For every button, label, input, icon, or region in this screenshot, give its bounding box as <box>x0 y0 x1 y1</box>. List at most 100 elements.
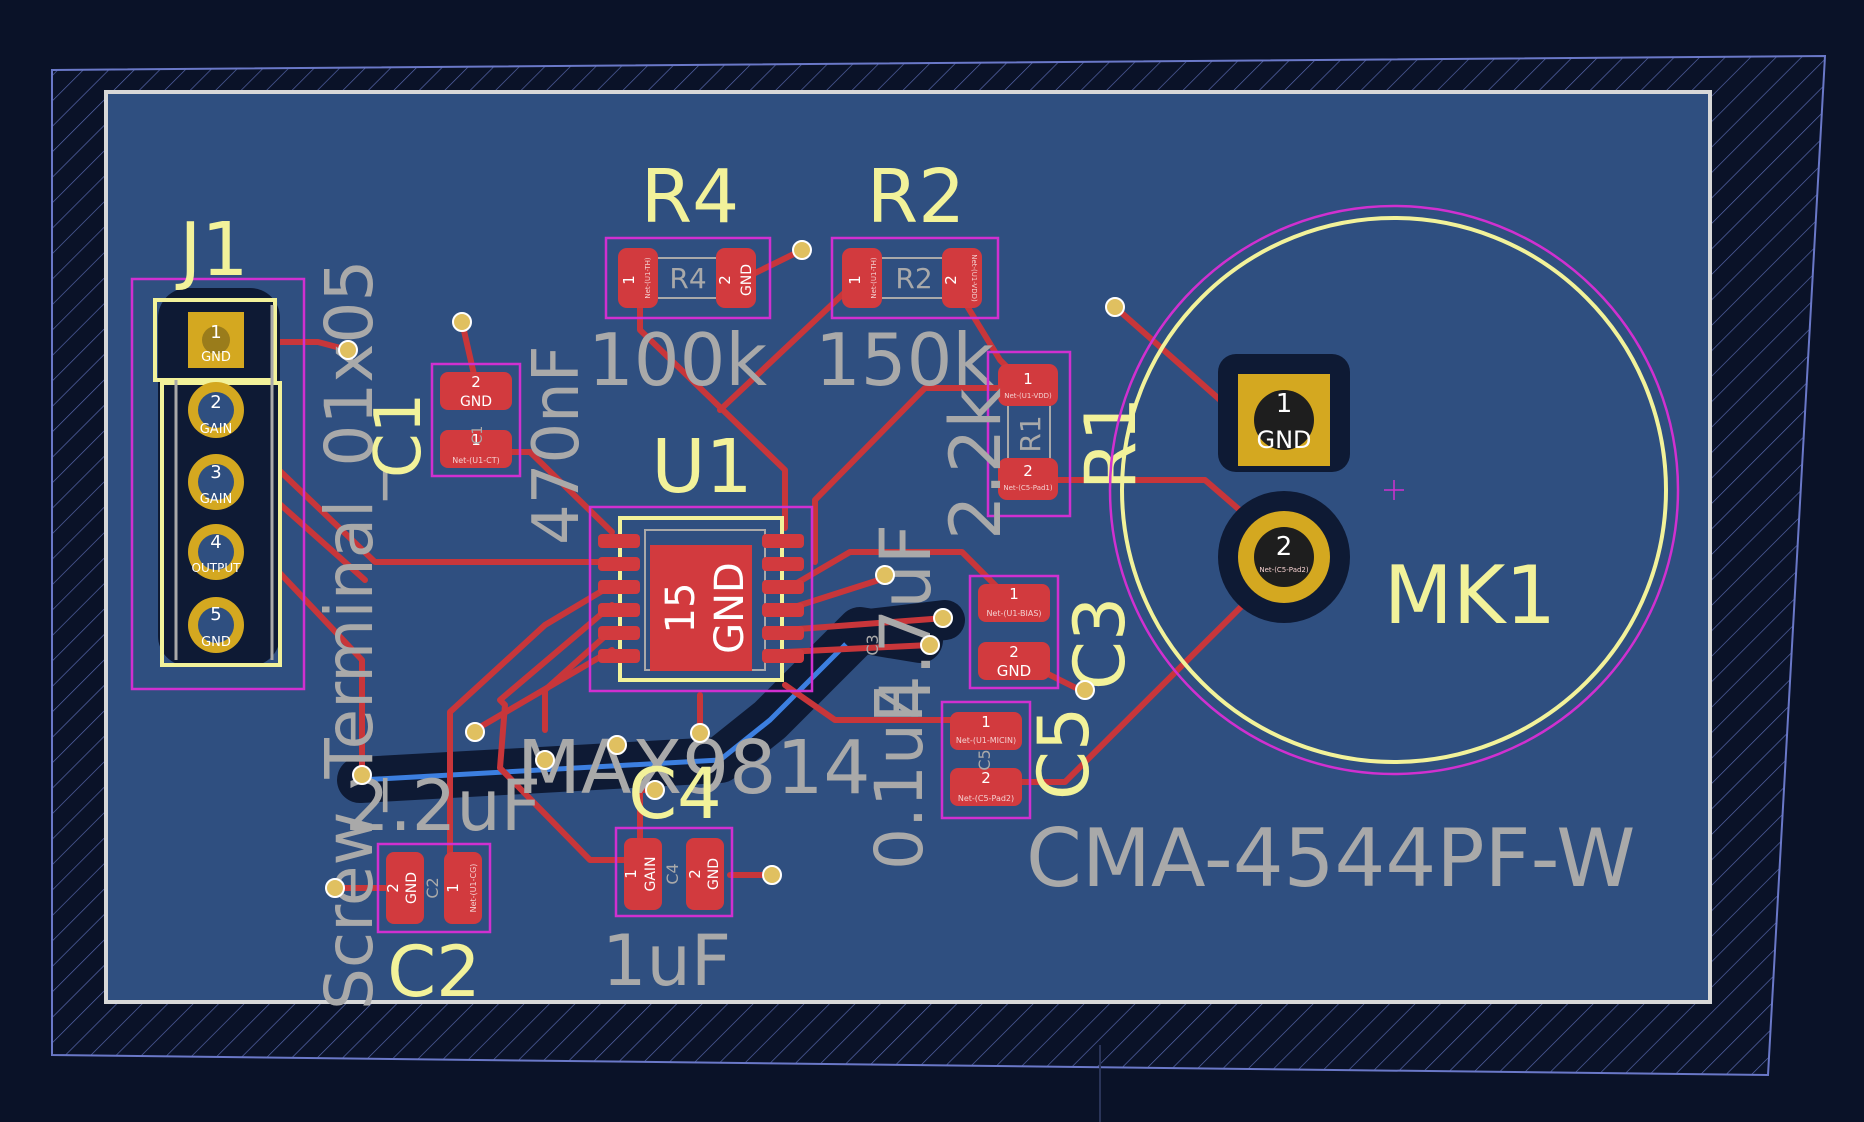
c4-fab-ref: C4 <box>663 863 682 884</box>
u1-pad-right-4[interactable] <box>762 603 804 617</box>
r4-courtyard <box>604 236 772 320</box>
c2-footprint[interactable]: 2 GND 1 Net-(U1-CG) C2 C2 2.2uF <box>345 765 541 1013</box>
mk1-pad-2-number: 2 <box>1276 532 1293 562</box>
via[interactable] <box>607 735 627 755</box>
c4-pad-2[interactable] <box>686 838 724 910</box>
r1-courtyard <box>986 350 1072 518</box>
c3-pad-1-number: 1 <box>1009 585 1019 603</box>
r4-pad-2[interactable] <box>716 248 756 308</box>
r1-pad-2[interactable] <box>998 458 1058 500</box>
via[interactable] <box>645 780 665 800</box>
r2-reference: R2 <box>867 154 966 240</box>
u1-pad-left-6[interactable] <box>598 649 640 663</box>
u1-pad-left-3[interactable] <box>598 580 640 594</box>
via[interactable] <box>465 722 485 742</box>
j1-pad-3-number: 3 <box>210 462 221 483</box>
c2-fab-ref: C2 <box>423 877 442 898</box>
via[interactable] <box>875 565 895 585</box>
c3-pad-2-net: GND <box>997 662 1031 680</box>
r4-footprint[interactable]: 1 Net-(U1-TH) 2 GND R4 R4 100k <box>588 154 772 402</box>
c4-pad-1-net: GAIN <box>643 856 659 891</box>
j1-pad-2[interactable]: 2 GAIN <box>188 382 244 438</box>
c3-pad-2[interactable] <box>978 642 1050 680</box>
c1-pad-2[interactable] <box>440 372 512 410</box>
u1-pad-left-5[interactable] <box>598 626 640 640</box>
j1-silk-outline-top <box>153 298 277 382</box>
u1-pad-right-3[interactable] <box>762 580 804 594</box>
c2-pad-1[interactable] <box>444 852 482 924</box>
u1-pad-left-2[interactable] <box>598 557 640 571</box>
r2-pad-1-number: 1 <box>846 275 864 285</box>
c3-footprint[interactable]: 1 Net-(U1-BIAS) 2 GND C3 C3 4.7uF <box>863 524 1141 720</box>
j1-footprint[interactable]: 1 GND 2 GAIN 3 GAIN 4 OUTPUT 5 GND J1 <box>130 207 388 1010</box>
u1-pad-left-1[interactable] <box>598 534 640 548</box>
r4-pad-2-net: GND <box>739 264 755 296</box>
j1-pad-4[interactable]: 4 OUTPUT <box>188 524 244 580</box>
c2-pad-1-net: Net-(U1-CG) <box>469 864 478 913</box>
via[interactable] <box>762 865 782 885</box>
c1-value: 470nF <box>520 345 594 545</box>
via[interactable] <box>1075 680 1095 700</box>
c3-pad-1-net: Net-(U1-BIAS) <box>986 609 1041 618</box>
c5-footprint[interactable]: 1 Net-(U1-MICIN) 2 Net-(C5-Pad2) C5 C5 0… <box>861 685 1105 870</box>
via[interactable] <box>338 340 358 360</box>
via[interactable] <box>792 240 812 260</box>
r2-fab-ref: R2 <box>895 262 932 295</box>
c1-pad-1-number: 1 <box>471 431 481 449</box>
c4-pad-1[interactable] <box>624 838 662 910</box>
via[interactable] <box>535 750 555 770</box>
c5-pad-2-net: Net-(C5-Pad2) <box>958 794 1014 803</box>
u1-exposed-pad[interactable] <box>650 545 752 671</box>
c1-reference: C1 <box>362 393 436 478</box>
u1-pad-left-4[interactable] <box>598 603 640 617</box>
c5-pad-1-net: Net-(U1-MICIN) <box>956 736 1016 745</box>
c5-pad-2[interactable] <box>950 768 1022 806</box>
c1-pad-1[interactable] <box>440 430 512 468</box>
via[interactable] <box>352 765 372 785</box>
j1-pad-1[interactable] <box>188 312 244 368</box>
c2-pad-1-number: 1 <box>444 883 462 893</box>
via[interactable] <box>325 878 345 898</box>
via[interactable] <box>920 635 940 655</box>
j1-courtyard <box>130 277 306 691</box>
u1-exposed-pad-number: 15 <box>658 583 704 634</box>
r2-footprint[interactable]: 1 Net-(U1-TH) 2 Net-(U1-VDD) R2 R2 150k <box>815 154 1000 402</box>
u1-pad-right-6[interactable] <box>762 649 804 663</box>
r4-pad-1[interactable] <box>618 248 658 308</box>
c1-footprint[interactable]: 2 GND 1 Net-(U1-CT) C1 C1 470nF <box>362 345 594 545</box>
r2-pad-1-net: Net-(U1-TH) <box>870 257 878 299</box>
via[interactable] <box>933 608 953 628</box>
r1-fab-ref: R1 <box>1014 415 1047 452</box>
c1-pad-2-net: GND <box>460 394 492 410</box>
via[interactable] <box>690 723 710 743</box>
r4-value: 100k <box>588 318 767 402</box>
u1-pad-right-5[interactable] <box>762 626 804 640</box>
r2-pad-2[interactable] <box>942 248 982 308</box>
c2-pad-2[interactable] <box>386 852 424 924</box>
via[interactable] <box>452 312 472 332</box>
r1-pad-1-number: 1 <box>1023 370 1033 388</box>
j1-pad-3[interactable]: 3 GAIN <box>188 454 244 510</box>
c3-pad-1[interactable] <box>978 584 1050 622</box>
c5-pad-1[interactable] <box>950 712 1022 750</box>
c1-pad-2-number: 2 <box>471 373 481 391</box>
u1-pad-right-1[interactable] <box>762 534 804 548</box>
via[interactable] <box>1105 297 1125 317</box>
c4-pad-2-net: GND <box>706 858 722 890</box>
u1-pad-right-2[interactable] <box>762 557 804 571</box>
r2-pad-1[interactable] <box>842 248 882 308</box>
r2-value: 150k <box>815 318 994 402</box>
mk1-value: CMA-4544PF-W <box>1026 812 1635 905</box>
j1-reference: J1 <box>176 207 249 293</box>
r4-pad-1-number: 1 <box>620 275 638 285</box>
c4-footprint[interactable]: 1 GAIN 2 GND C4 C4 1uF <box>602 753 734 1002</box>
mk1-courtyard <box>1108 204 1680 776</box>
j1-pad-5[interactable]: 5 GND <box>188 597 244 653</box>
u1-exposed-pad-net: GND <box>707 562 753 654</box>
r1-pad-2-net: Net-(C5-Pad1) <box>1003 484 1053 492</box>
r1-pad-1[interactable] <box>998 364 1058 406</box>
mk1-footprint[interactable]: 1 GND 2 Net-(C5-Pad2) MK1 CMA-4544PF-W <box>1026 204 1680 905</box>
c4-pad-2-number: 2 <box>686 869 704 879</box>
r4-reference: R4 <box>641 154 740 240</box>
